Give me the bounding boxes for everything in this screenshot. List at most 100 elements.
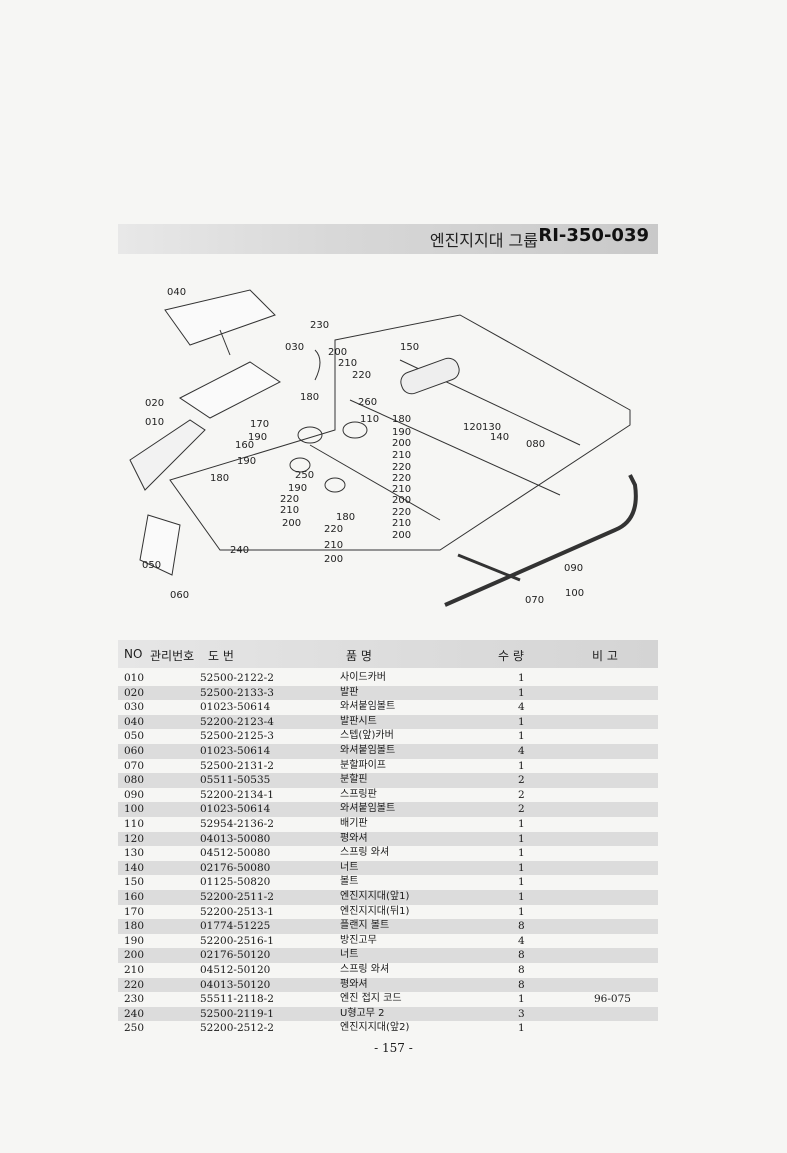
frame-outline — [169, 314, 631, 551]
drawing-number: 52500-2133-3 — [200, 686, 274, 699]
drawing-number: 04512-50080 — [200, 847, 271, 860]
part-name: 스프링 와셔 — [340, 847, 390, 859]
callout-200-f: 200 — [324, 554, 343, 565]
callout-210-c: 210 — [392, 484, 411, 495]
callout-110: 110 — [360, 414, 379, 425]
quantity: 1 — [518, 876, 525, 889]
part-name: 플랜지 볼트 — [340, 920, 390, 932]
drawing-number: 52500-2125-3 — [200, 730, 274, 743]
header-drawing: 도 번 — [208, 649, 234, 663]
quantity: 4 — [518, 745, 525, 757]
part-no: 110 — [124, 818, 145, 830]
part-name: 분할파이프 — [340, 759, 386, 771]
callout-200-e: 200 — [392, 530, 411, 541]
callout-220-b: 220 — [392, 462, 411, 473]
drawing-number: 52200-2516-1 — [200, 934, 274, 947]
exploded-parts-diagram: 040 230 030 150 200 210 220 180 260 020 … — [129, 287, 638, 607]
callout-210-a: 210 — [338, 358, 357, 369]
part-no: 100 — [124, 803, 145, 816]
drawing-number: 52500-2119-1 — [200, 1007, 274, 1020]
part-no: 080 — [124, 774, 145, 787]
drawing-number: 52500-2131-2 — [200, 759, 274, 772]
part-name: 너트 — [340, 861, 359, 873]
part-no: 140 — [124, 861, 145, 874]
part-name: 발판시트 — [340, 715, 377, 727]
quantity: 1 — [518, 715, 525, 728]
part-name: 볼트 — [340, 876, 359, 888]
quantity: 4 — [518, 934, 525, 947]
drawing-number: 52954-2136-2 — [200, 818, 274, 830]
part-name: 엔진 접지 코드 — [340, 993, 402, 1005]
quantity: 4 — [518, 701, 525, 714]
part-no: 060 — [124, 745, 145, 757]
callout-090: 090 — [564, 563, 583, 574]
callout-200-c: 200 — [392, 495, 411, 506]
part-no: 090 — [124, 788, 145, 801]
drawing-number: 52200-2134-1 — [200, 788, 274, 801]
part-no: 200 — [124, 949, 145, 962]
callout-220-d: 220 — [280, 494, 299, 505]
callout-160: 160 — [235, 440, 254, 451]
part-no: 040 — [124, 715, 145, 728]
quantity: 1 — [518, 905, 525, 918]
callout-180-b: 180 — [392, 414, 411, 425]
callout-210-b: 210 — [392, 450, 411, 461]
callout-190-c: 190 — [237, 456, 256, 467]
drawing-number: 52500-2122-2 — [200, 672, 274, 684]
callout-180-c: 180 — [210, 473, 229, 484]
part-name: 너트 — [340, 949, 359, 961]
quantity: 2 — [518, 788, 525, 801]
callout-190-a: 190 — [392, 427, 411, 438]
callout-220-f: 220 — [324, 524, 343, 535]
quantity: 8 — [518, 978, 525, 991]
header-remarks: 비 고 — [592, 649, 618, 663]
side-cover — [129, 419, 206, 491]
part-name: 와셔붙임볼트 — [340, 803, 396, 815]
part-no: 130 — [124, 847, 145, 860]
quantity: 1 — [518, 759, 525, 772]
part-no: 190 — [124, 934, 145, 947]
part-no: 120 — [124, 832, 145, 845]
part-name: 분할핀 — [340, 774, 368, 786]
callout-040: 040 — [167, 287, 186, 298]
quantity: 2 — [518, 774, 525, 787]
part-no: 160 — [124, 891, 145, 903]
part-no: 030 — [124, 701, 145, 714]
callout-030: 030 — [285, 342, 304, 353]
part-name: 엔진지지대(앞1) — [340, 891, 410, 902]
drawing-number: 02176-50080 — [200, 861, 271, 874]
part-no: 020 — [124, 686, 145, 699]
quantity: 1 — [518, 891, 525, 903]
part-name: 엔진지지대(뒤1) — [340, 905, 410, 917]
callout-240: 240 — [230, 545, 249, 556]
callout-020: 020 — [145, 398, 164, 409]
part-no: 150 — [124, 876, 145, 889]
remarks: 96-075 — [594, 993, 631, 1006]
quantity: 3 — [518, 1007, 525, 1020]
drawing-number: 01125-50820 — [200, 876, 271, 889]
part-no: 050 — [124, 730, 145, 743]
quantity: 1 — [518, 672, 525, 684]
drawing-number: 52200-2123-4 — [200, 715, 274, 728]
drawing-number: 01023-50614 — [200, 803, 271, 816]
part-no: 210 — [124, 964, 145, 976]
part-name: 평와셔 — [340, 978, 368, 990]
callout-labels: 040 230 030 150 200 210 220 180 260 020 … — [142, 287, 584, 606]
foot-plate-sheet — [164, 289, 276, 346]
part-no: 230 — [124, 993, 145, 1006]
callout-080: 080 — [526, 439, 545, 450]
